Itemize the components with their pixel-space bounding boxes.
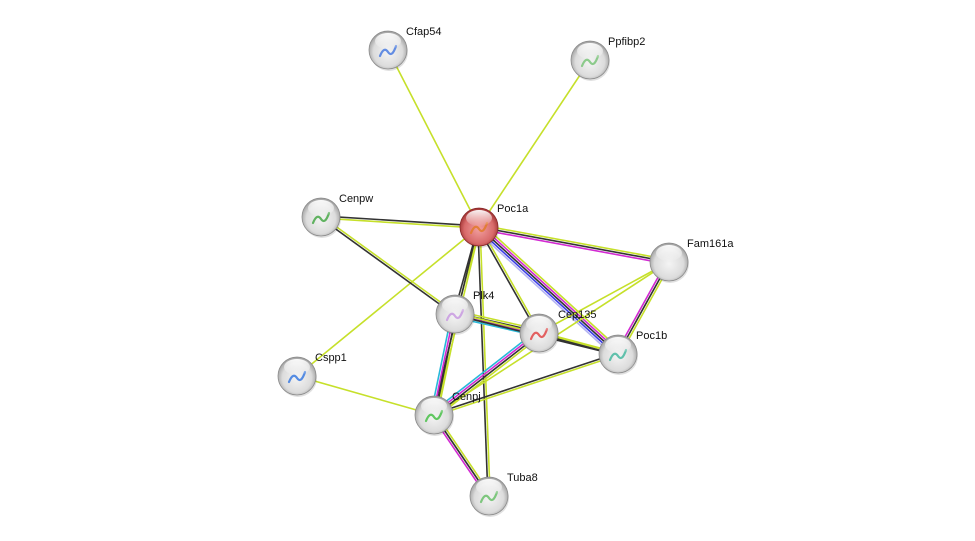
edge-line-textmining: [538, 261, 670, 334]
node-cfap54[interactable]: Cfap54: [368, 26, 441, 71]
node-highlight: [466, 210, 492, 226]
edge-fam161a-cep135[interactable]: [538, 261, 670, 334]
edge-poc1a-cspp1[interactable]: [296, 226, 480, 377]
edge-line-textmining: [320, 217, 479, 229]
node-highlight: [308, 200, 334, 216]
protein-structure-icon: [287, 370, 307, 384]
node-highlight: [421, 398, 447, 414]
edge-line-databases: [431, 329, 538, 414]
node-highlight: [605, 337, 631, 353]
edge-poc1a-ppfibp2[interactable]: [478, 59, 591, 228]
edge-cep135-cenpj[interactable]: [431, 329, 542, 419]
edge-line-textmining: [478, 59, 591, 228]
edge-line-coexpression: [477, 227, 489, 497]
protein-structure-icon: [479, 490, 499, 504]
edge-poc1a-poc1b[interactable]: [475, 223, 622, 358]
protein-structure-icon: [311, 211, 331, 225]
node-label: Cenpj: [452, 391, 481, 403]
node-label: Cfap54: [406, 26, 441, 38]
edge-line-coexpression: [478, 226, 670, 263]
edge-line-experiments: [479, 224, 621, 353]
edge-cspp1-cenpj[interactable]: [296, 375, 435, 416]
protein-structure-icon: [608, 348, 628, 362]
node-label: Cspp1: [315, 352, 347, 364]
edge-poc1b-cenpj[interactable]: [433, 352, 619, 417]
node-highlight: [577, 43, 603, 59]
edge-poc1a-cep135[interactable]: [477, 226, 541, 334]
node-highlight: [284, 359, 310, 375]
edge-line-coexpression: [478, 226, 619, 355]
edge-line-experiments: [432, 331, 539, 415]
nodes-layer: Poc1a Cfap54Ppfibp2CenpwFam161aPlk4Cep135…: [277, 26, 734, 517]
node-highlight: [476, 479, 502, 495]
protein-structure-icon: [424, 409, 444, 423]
node-label: Plk4: [473, 290, 494, 302]
node-label: Cenpw: [339, 193, 373, 205]
edge-poc1a-fam161a[interactable]: [478, 224, 670, 265]
node-label: Ppfibp2: [608, 36, 645, 48]
node-highlight: [656, 245, 682, 261]
edge-poc1a-tuba8[interactable]: [477, 226, 491, 497]
node-cenpw[interactable]: Cenpw: [301, 193, 373, 238]
edge-line-coexpression: [321, 215, 480, 227]
node-poc1b[interactable]: Poc1b: [598, 330, 667, 375]
edge-line-textmining: [481, 223, 622, 352]
edge-line-coexpression: [319, 217, 455, 316]
node-highlight: [526, 316, 552, 332]
edge-line-textmining: [479, 226, 491, 496]
edge-line-textmining: [296, 226, 480, 377]
node-poc1a[interactable]: Poc1a: [459, 203, 529, 248]
edge-cenpw-plk4[interactable]: [319, 215, 457, 316]
edge-line-textmining: [296, 375, 435, 416]
edge-line-experiments: [478, 228, 669, 265]
edge-line-textmining: [321, 215, 457, 314]
edge-line-homology: [475, 229, 616, 358]
edge-line-cooccurrence: [476, 228, 618, 357]
node-tuba8[interactable]: Tuba8: [469, 472, 538, 517]
edge-line-coexpression: [477, 227, 539, 334]
node-highlight: [442, 297, 468, 313]
protein-structure-icon: [469, 221, 489, 235]
edge-line-textmining: [434, 354, 619, 417]
edge-line-textmining: [479, 226, 541, 333]
node-cspp1[interactable]: Cspp1: [277, 352, 347, 397]
node-label: Tuba8: [507, 472, 538, 484]
node-ppfibp2[interactable]: Ppfibp2: [570, 36, 645, 81]
node-label: Fam161a: [687, 238, 734, 250]
edges-layer: [296, 49, 672, 498]
node-label: Cep135: [558, 309, 597, 321]
node-label: Poc1b: [636, 330, 667, 342]
node-cenpj[interactable]: Cenpj: [414, 391, 481, 436]
node-highlight: [375, 33, 401, 49]
edge-poc1a-cfap54[interactable]: [387, 49, 480, 228]
protein-structure-icon: [445, 308, 465, 322]
edge-line-textmining: [435, 334, 542, 419]
node-cep135[interactable]: Cep135: [519, 309, 597, 354]
protein-structure-icon: [580, 54, 600, 68]
protein-structure-icon: [529, 327, 549, 341]
node-fam161a[interactable]: Fam161a: [649, 238, 734, 283]
edge-line-coexpression: [434, 333, 541, 417]
edge-line-textmining: [479, 224, 670, 261]
edge-line-coexpression: [433, 352, 618, 415]
edge-poc1a-cenpw[interactable]: [320, 215, 480, 229]
protein-structure-icon: [378, 44, 398, 58]
edge-line-textmining: [387, 49, 480, 228]
node-plk4[interactable]: Plk4: [435, 290, 494, 335]
node-label: Poc1a: [497, 203, 529, 215]
